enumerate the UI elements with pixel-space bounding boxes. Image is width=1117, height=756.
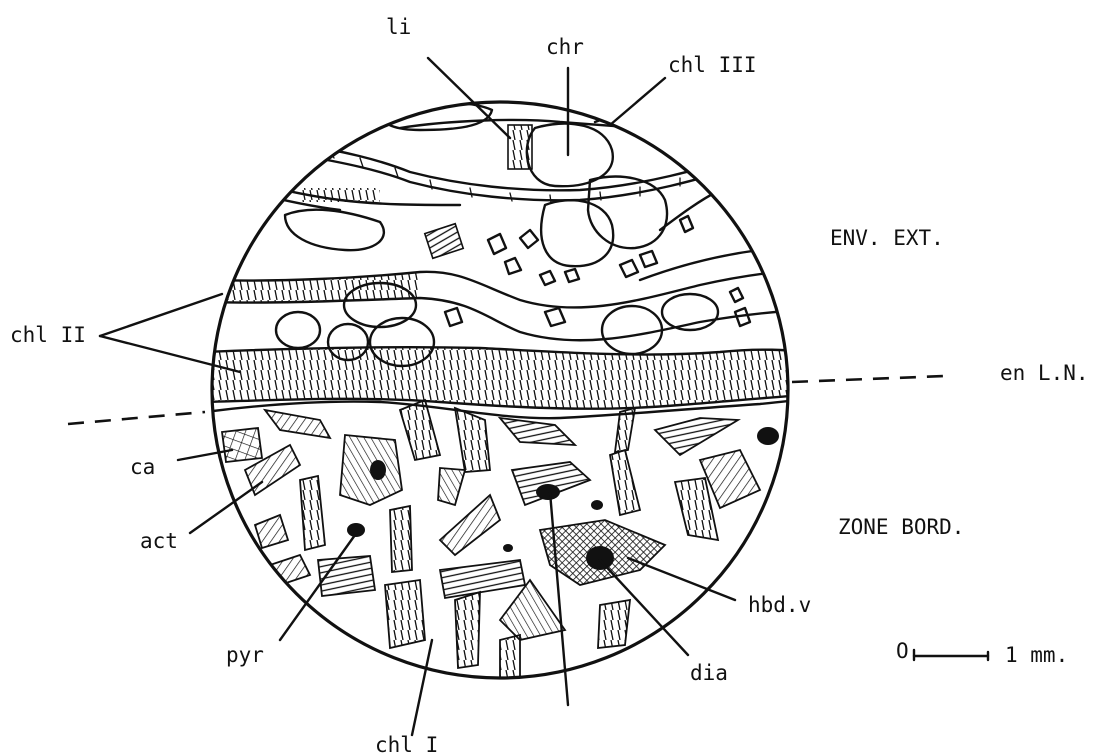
- act-leader: [190, 482, 262, 533]
- label-chr: chr: [546, 35, 584, 59]
- actinolite-crystal: [265, 410, 330, 438]
- label-li: li: [386, 15, 411, 39]
- label-ca: ca: [130, 455, 155, 479]
- label-pyr: pyr: [226, 643, 264, 667]
- chl-ii-upper-band: [210, 270, 800, 340]
- label-chl-ii: chl II: [10, 323, 86, 347]
- chr-grains: [225, 103, 760, 285]
- label-hbd-v: hbd.v: [748, 593, 811, 617]
- label-env-ext: ENV. EXT.: [830, 226, 944, 250]
- calcite-crystal: [222, 428, 262, 462]
- field-of-view-content: [205, 103, 810, 690]
- ca-leader: [178, 450, 232, 460]
- scale-bar: O 1 mm.: [896, 639, 1068, 667]
- label-zone-bord: ZONE BORD.: [838, 515, 964, 539]
- en-ln-dashed-line-left: [68, 412, 205, 424]
- en-ln-dashed-line-right: [792, 376, 945, 382]
- label-en-ln: en L.N.: [1000, 361, 1089, 385]
- label-chl-iii: chl III: [668, 53, 757, 77]
- chl-iii-leader: [610, 78, 665, 125]
- chl-ii-leader-upper: [100, 294, 222, 336]
- scale-zero: O: [896, 639, 909, 663]
- scale-unit: 1 mm.: [1005, 643, 1068, 667]
- label-dia: dia: [690, 661, 728, 685]
- chl-ii-lower-band: [205, 347, 805, 408]
- label-chl-i: chl I: [375, 733, 438, 756]
- chl-i-leader: [412, 640, 432, 735]
- label-act: act: [140, 529, 178, 553]
